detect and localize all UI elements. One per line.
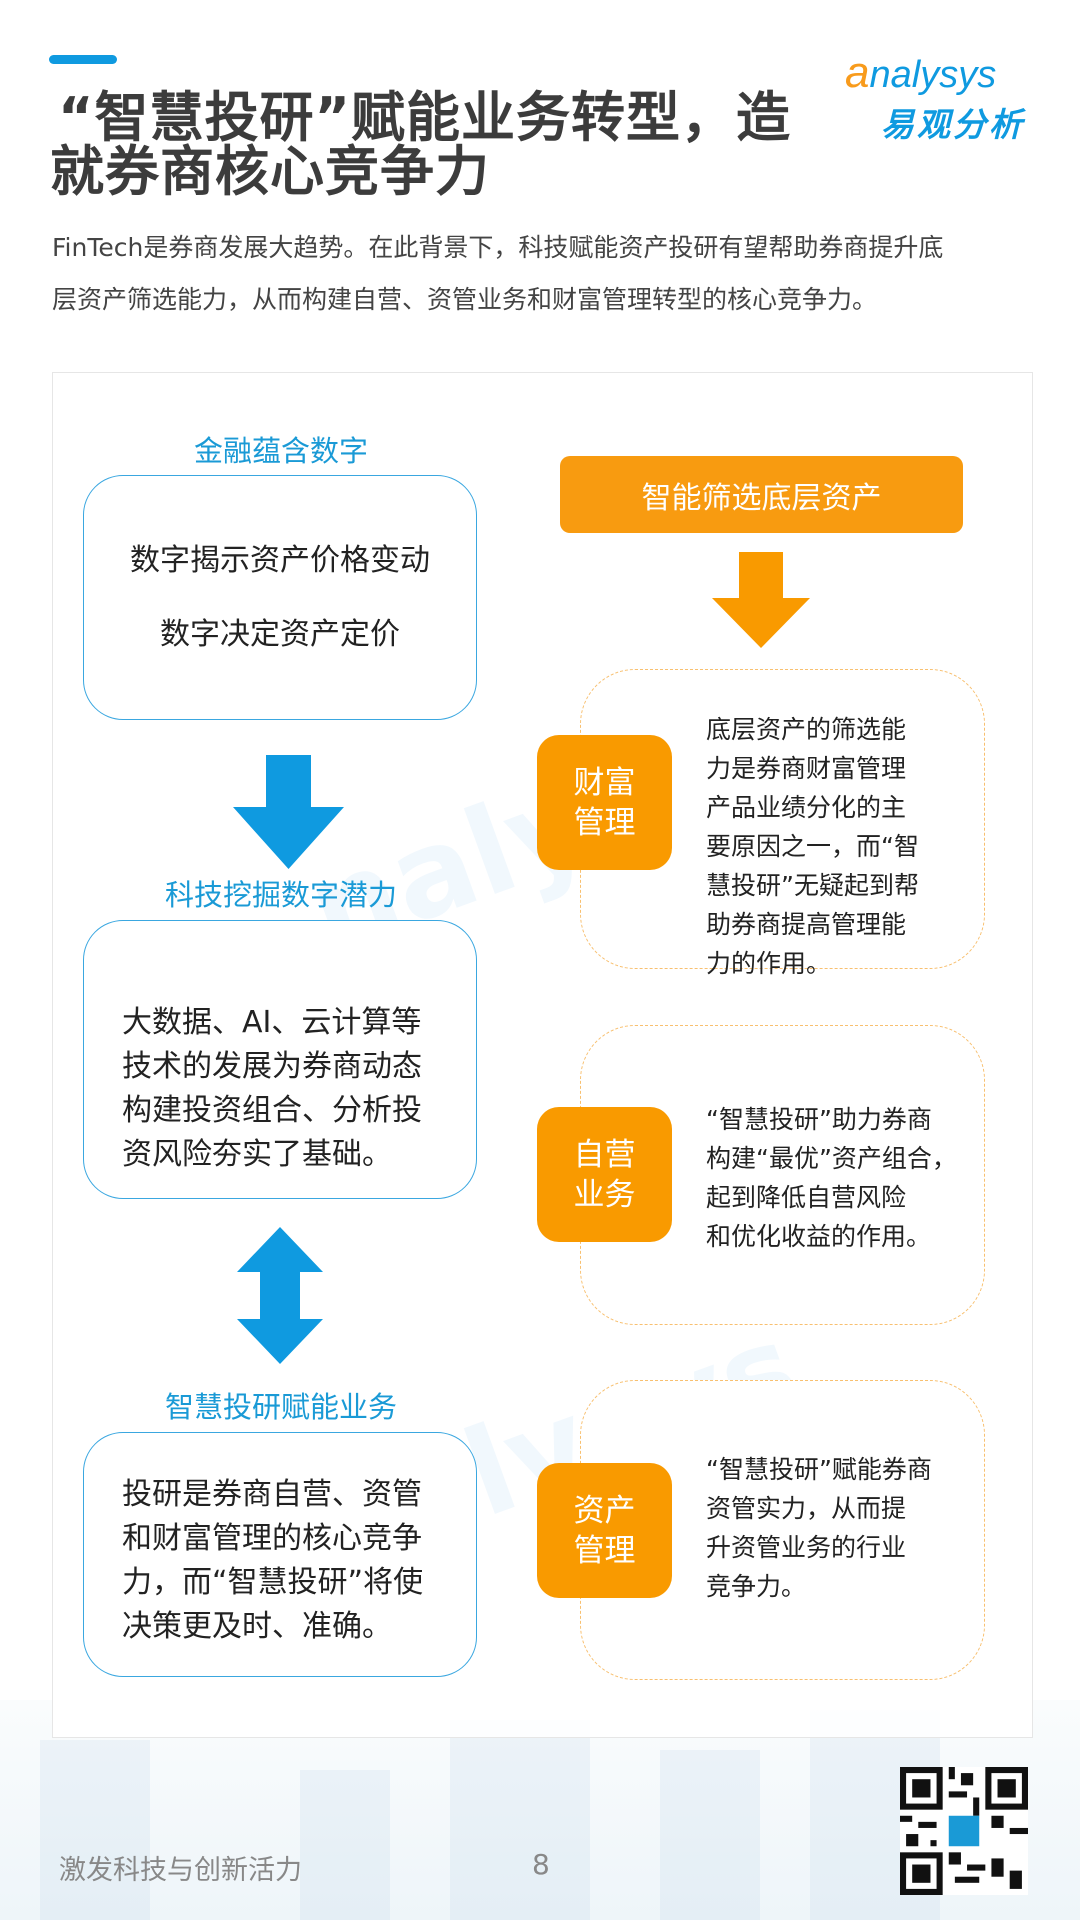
box-tech: 大数据、AI、云计算等技术的发展为券商动态构建投资组合、分析投资风险夯实了基础。 xyxy=(83,920,477,1199)
arrow-down-icon xyxy=(712,552,810,648)
analysys-logo: analysys 易观分析 xyxy=(845,48,1025,144)
page-number: 8 xyxy=(532,1848,550,1881)
box-finance: 数字揭示资产价格变动 数字决定资产定价 xyxy=(83,475,477,720)
page-title-line1: “智慧投研”赋能业务转型，造 xyxy=(58,86,791,149)
badge-proprietary: 自营业务 xyxy=(537,1107,672,1242)
arrow-down-icon xyxy=(233,755,344,869)
accent-bar xyxy=(49,55,117,64)
badge-wealth: 财富管理 xyxy=(537,735,672,870)
text-wealth: 底层资产的筛选能力是券商财富管理产品业绩分化的主要原因之一，而“智慧投研”无疑起… xyxy=(706,715,919,978)
double-arrow-icon xyxy=(237,1227,323,1364)
smart-asset-screening-header: 智能筛选底层资产 xyxy=(560,456,963,533)
section-label-finance: 金融蕴含数字 xyxy=(193,434,368,468)
page-title-line2: 就券商核心竞争力 xyxy=(50,140,490,203)
section-label-tech: 科技挖掘数字潜力 xyxy=(164,878,397,912)
qr-code-icon xyxy=(900,1767,1028,1895)
box-research: 投研是券商自营、资管和财富管理的核心竞争力，而“智慧投研”将使决策更及时、准确。 xyxy=(83,1432,477,1677)
text-asset-management: “智慧投研”赋能券商资管实力，从而提升资管业务的行业竞争力。 xyxy=(706,1455,932,1601)
text-proprietary: “智慧投研”助力券商构建“最优”资产组合，起到降低自营风险和优化收益的作用。 xyxy=(706,1105,957,1251)
section-label-research: 智慧投研赋能业务 xyxy=(164,1390,397,1424)
subtitle-line2: 层资产筛选能力，从而构建自营、资管业务和财富管理转型的核心竞争力。 xyxy=(52,285,878,314)
subtitle-line1: FinTech是券商发展大趋势。在此背景下，科技赋能资产投研有望帮助券商提升底 xyxy=(52,233,944,262)
footer-slogan: 激发科技与创新活力 xyxy=(59,1855,302,1886)
badge-asset-management: 资产管理 xyxy=(537,1463,672,1598)
